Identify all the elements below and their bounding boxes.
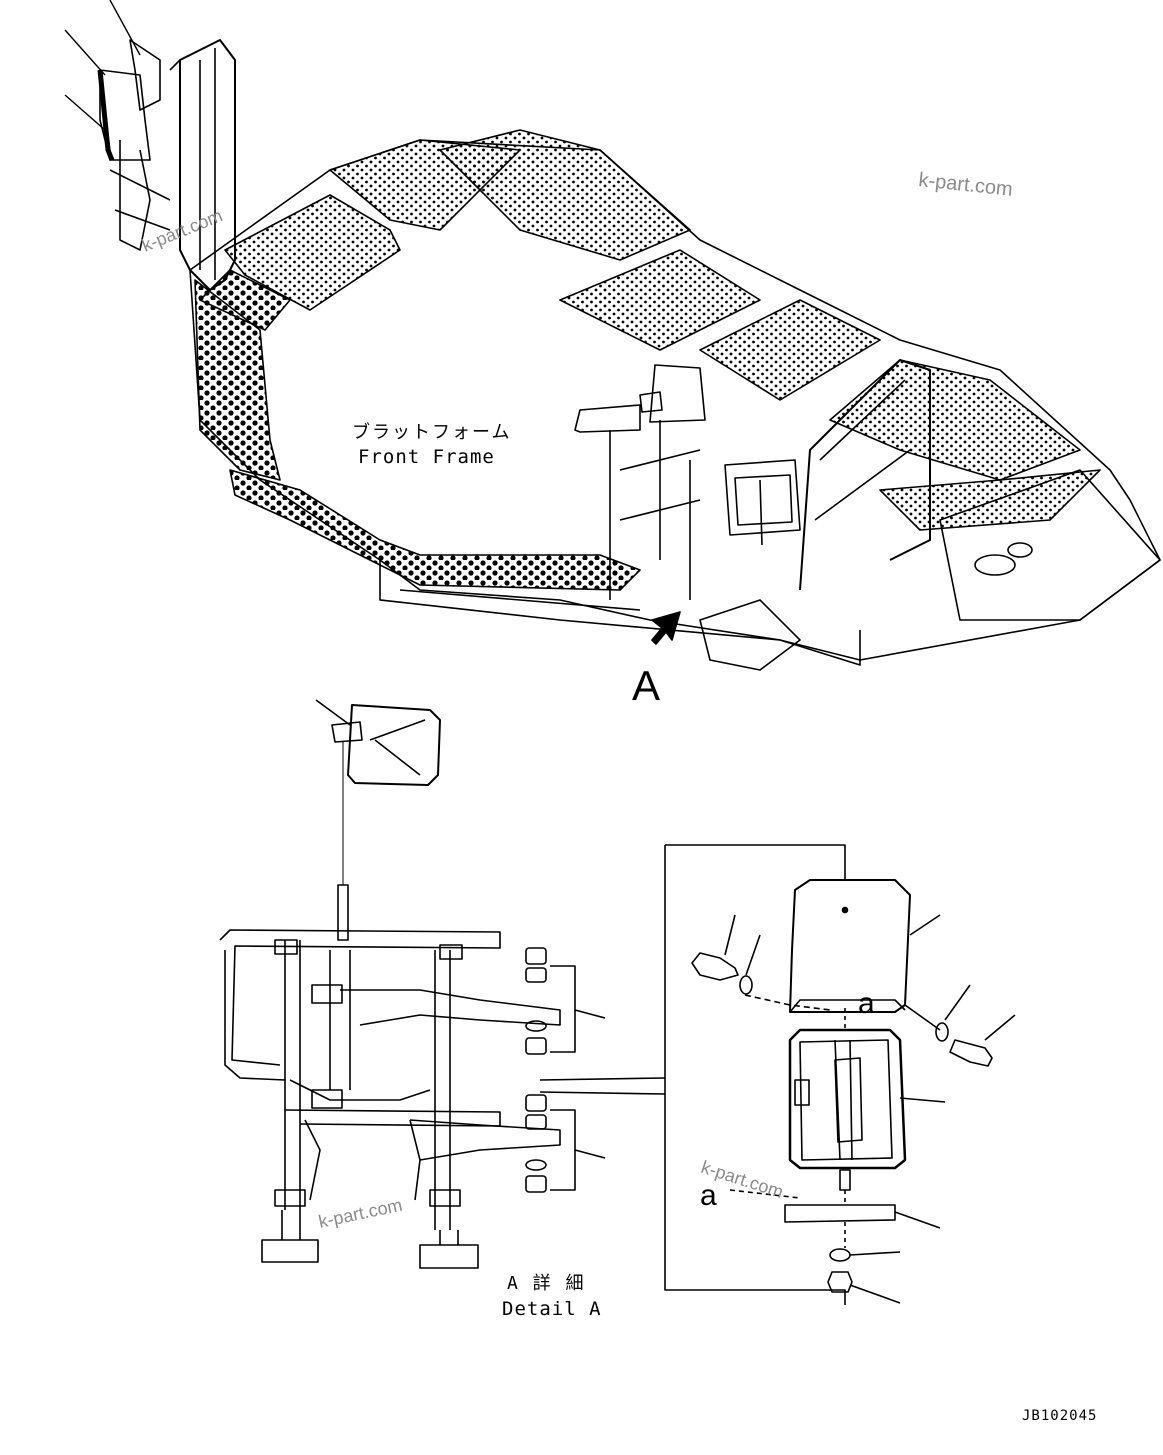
lamp-bolt-right [949, 1039, 993, 1067]
deck-panel-right-4 [879, 469, 1101, 531]
work-lamp-top [724, 459, 801, 546]
bracket-arm-upper [340, 989, 561, 1026]
detail-box [664, 844, 846, 1305]
lamp-body [788, 1028, 907, 1170]
watermark: k-part.com [917, 169, 1013, 201]
leader-lines-top [64, 0, 141, 131]
ref-mark-a-bottom: a [700, 1179, 717, 1212]
platform-label-jp: ブラットフォーム [352, 421, 511, 443]
detail-label: A 詳 細 Detail A [502, 1273, 602, 1320]
hardware-stack-upper [525, 947, 606, 1055]
detail-label-jp: A 詳 細 [507, 1273, 586, 1294]
right-frame-plate [939, 469, 1161, 621]
ref-mark-a-top: a [858, 987, 875, 1020]
detail-mirror-bracket [219, 699, 666, 1269]
platform-label: ブラットフォーム Front Frame [352, 421, 511, 468]
hardware-stack-lower [525, 1094, 606, 1193]
deck-panel-left-wall [194, 279, 281, 481]
mounting-foot-right [419, 1244, 479, 1269]
bracket-frame-upper [219, 929, 501, 1066]
deck-panel-left-front [199, 269, 291, 331]
front-handrail-right [799, 359, 931, 591]
drawing-number: JB102045 [1022, 1408, 1097, 1424]
lamp-washer [829, 1248, 851, 1262]
right-mirror-top [574, 364, 706, 600]
lamp-mount-plate [784, 1204, 896, 1223]
view-label-a: A [632, 662, 660, 709]
deck-panel-front-band [229, 469, 641, 591]
view-arrow-a [651, 611, 681, 645]
detail-work-lamp [664, 844, 1016, 1305]
deck-panel-right-1 [559, 249, 761, 351]
watermark: k-part.com [317, 1195, 404, 1232]
center-hitch [699, 599, 801, 671]
lamp-hood [789, 879, 911, 1013]
mirror-clamp [331, 721, 363, 743]
watermark: k-part.com [139, 205, 225, 255]
mirror-head [347, 704, 441, 786]
deck-panel-right-2 [699, 299, 881, 401]
bracket-arm-lower [409, 1119, 561, 1161]
lamp-bolt-left [691, 952, 739, 981]
access-cover [224, 194, 401, 311]
deck-panel-right-3 [829, 359, 1081, 481]
left-mirror-top [97, 39, 171, 251]
platform-assembly [97, 39, 1161, 671]
mounting-foot-left [261, 1239, 319, 1263]
lamp-washer-right [935, 1022, 949, 1042]
lamp-nut [827, 1271, 853, 1293]
platform-label-en: Front Frame [358, 446, 495, 468]
detail-label-en: Detail A [502, 1298, 602, 1320]
rear-handrail [179, 39, 236, 291]
lamp-washer-left [739, 975, 753, 995]
deck-panel-rear-center [439, 129, 691, 261]
